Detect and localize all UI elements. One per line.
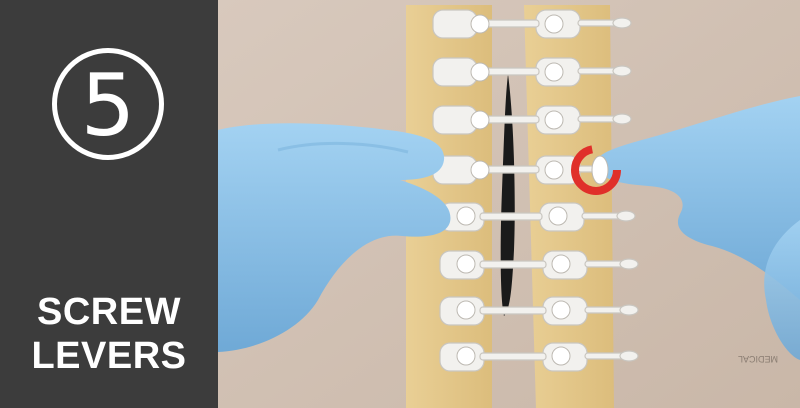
procedure-illustration: MEDICAL xyxy=(218,0,800,408)
left-gloved-hand xyxy=(218,123,451,352)
step-number-badge: 5 xyxy=(52,48,164,160)
step-title-line1: SCREW xyxy=(37,291,181,333)
step-title-line2: LEVERS xyxy=(31,335,187,377)
wound-closure-scene: MEDICAL xyxy=(218,0,800,408)
step-number: 5 xyxy=(80,56,136,156)
watermark-text: MEDICAL xyxy=(738,354,778,364)
screw-lever-knob xyxy=(591,155,609,185)
wound-incision xyxy=(500,74,515,316)
highlight-ring xyxy=(571,145,621,195)
left-anchor-2 xyxy=(432,57,478,87)
left-anchor-1 xyxy=(432,9,478,39)
sidebar-panel: 5 SCREW LEVERS xyxy=(0,0,218,408)
left-anchor-3 xyxy=(432,105,478,135)
right-gloved-hand xyxy=(596,96,800,300)
device-hubs xyxy=(456,14,571,366)
